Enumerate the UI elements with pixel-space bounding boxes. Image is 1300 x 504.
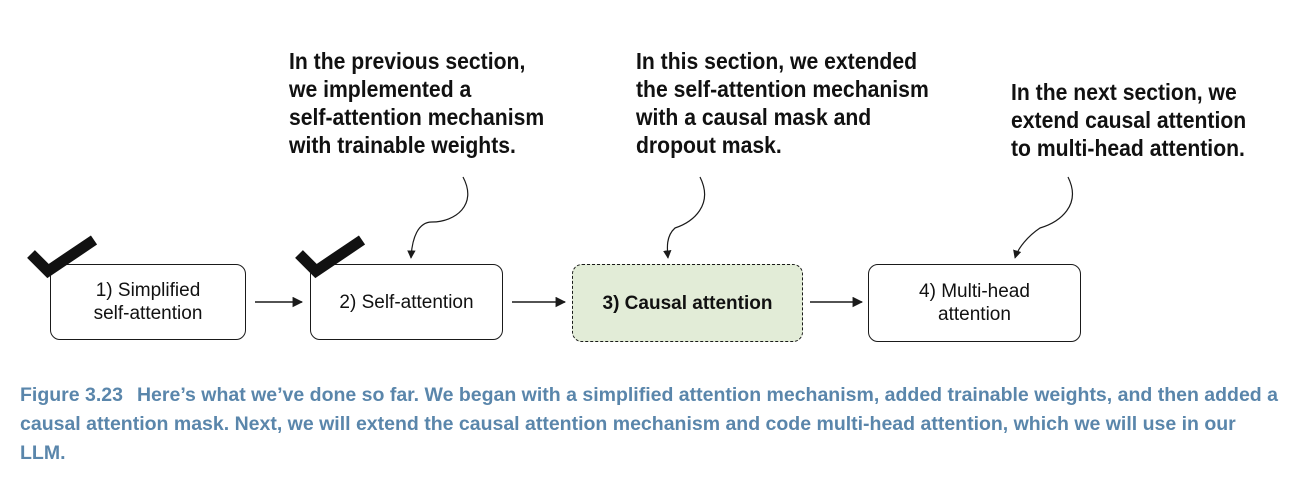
pointer-next-to-step-4 — [1013, 176, 1074, 259]
annotation-next-section: In the next section, we extend causal at… — [1011, 79, 1247, 161]
step-box-causal-attention: 3) Causal attention — [572, 264, 803, 342]
step-box-simplified-self-attention: 1) Simplified self-attention — [50, 264, 246, 340]
annotation-current-section: In this section, we extended the self-at… — [636, 48, 929, 158]
figure-caption-text: Here’s what we’ve done so far. We began … — [20, 384, 1278, 464]
annotation-previous-section: In the previous section, we implemented … — [289, 48, 545, 158]
step-box-multi-head-attention: 4) Multi-head attention — [868, 264, 1081, 342]
figure-label: Figure 3.23 — [20, 384, 123, 406]
pointer-current-to-step-3 — [663, 176, 706, 259]
pointer-previous-to-step-2 — [407, 176, 469, 259]
step-box-self-attention: 2) Self-attention — [310, 264, 503, 340]
checkmark-icon — [27, 235, 98, 279]
checkmark-icon — [295, 235, 366, 279]
